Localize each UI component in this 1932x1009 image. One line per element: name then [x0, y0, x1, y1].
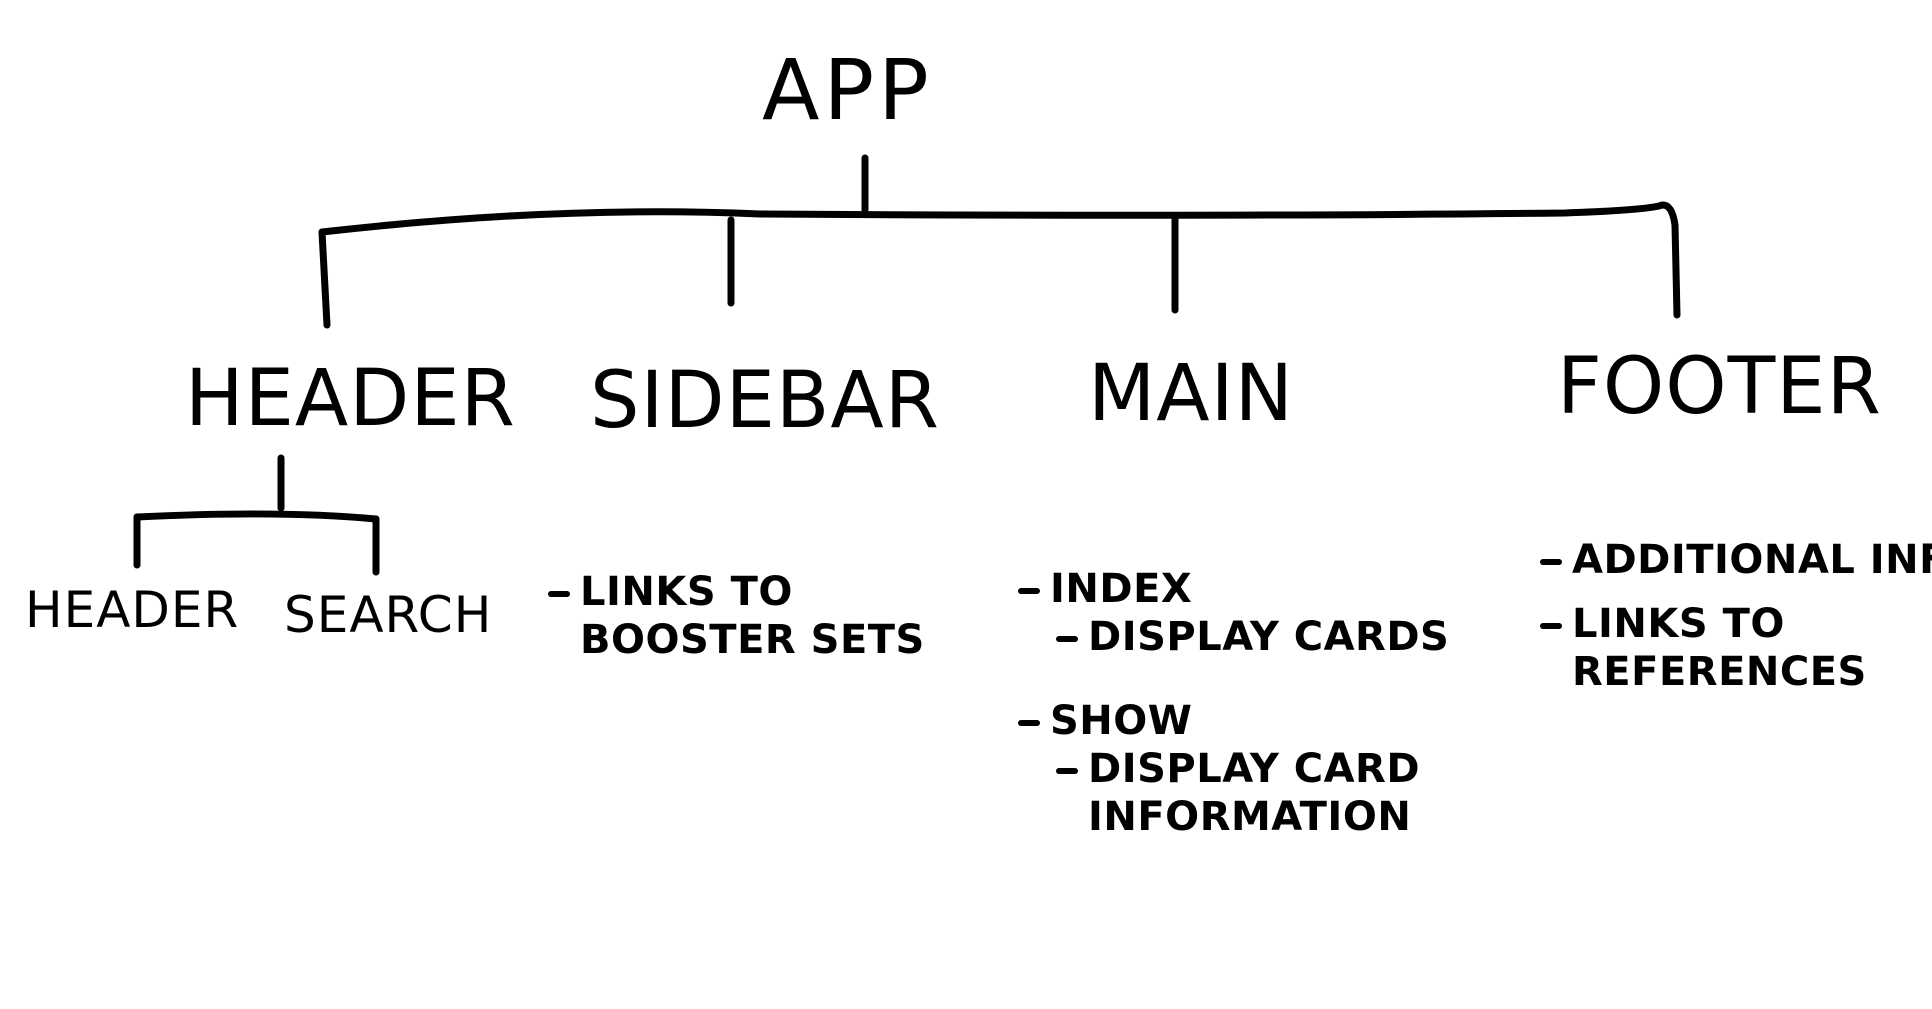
bullet-dash [1018, 588, 1040, 594]
sidebar-note-line2: BOOSTER SETS [580, 617, 925, 663]
header-child-header-node: HEADER [25, 581, 240, 639]
footer-note-additional-info: ADDITIONAL INFO [1540, 536, 1932, 584]
main-note-show-sub-line1: DISPLAY CARD [1088, 746, 1421, 792]
footer-notes: ADDITIONAL INFO LINKS TO REFERENCES [1540, 536, 1932, 696]
sidebar-node: SIDEBAR [590, 356, 940, 446]
bullet-dash [1018, 720, 1040, 726]
bullet-dash [1056, 768, 1078, 774]
bullet-dash [1540, 559, 1562, 565]
sidebar-note-line1: LINKS TO [580, 569, 793, 615]
main-note-show-sub-line2: INFORMATION [1088, 794, 1412, 840]
bullet-dash [1056, 636, 1078, 642]
main-branch-line [318, 201, 1679, 236]
main-note-index-sub: DISPLAY CARDS [1056, 613, 1449, 661]
footer-node: FOOTER [1557, 342, 1882, 432]
main-note-show-label: SHOW [1050, 698, 1193, 744]
bullet-dash [1540, 623, 1562, 629]
sidebar-notes: LINKS TO BOOSTER SETS [548, 568, 925, 664]
main-note-index-label: INDEX [1050, 566, 1193, 612]
main-note-index-sub-line1: DISPLAY CARDS [1088, 614, 1450, 660]
main-node: MAIN [1088, 349, 1295, 439]
header-child-search-node: SEARCH [284, 586, 493, 644]
app-node: APP [762, 41, 933, 139]
footer-note-links-line1: LINKS TO [1572, 601, 1785, 647]
footer-note-links-line2: REFERENCES [1572, 649, 1867, 695]
header-node: HEADER [185, 354, 516, 444]
main-note-show-sub: DISPLAY CARD INFORMATION [1056, 745, 1449, 841]
main-notes: INDEX DISPLAY CARDS SHOW DISPLAY CARD IN… [1018, 565, 1449, 841]
sidebar-note-links: LINKS TO BOOSTER SETS [548, 568, 925, 664]
main-note-index: INDEX [1018, 565, 1449, 613]
main-note-show: SHOW [1018, 697, 1449, 745]
footer-note-links: LINKS TO REFERENCES [1540, 600, 1932, 696]
header-sub-branch-line [133, 510, 380, 523]
bullet-dash [548, 591, 570, 597]
footer-drop-line [1671, 221, 1681, 319]
header-drop-line [318, 228, 331, 329]
footer-note-additional-info-label: ADDITIONAL INFO [1572, 537, 1932, 583]
note-spacer [1018, 661, 1449, 697]
